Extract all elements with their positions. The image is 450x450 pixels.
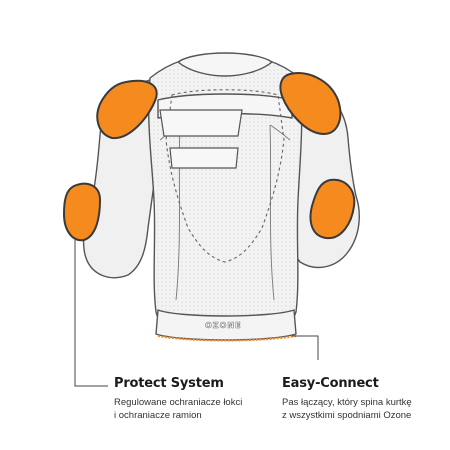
callout-easy-connect: Easy-Connect Pas łączący, który spina ku…: [282, 376, 412, 422]
right-shoulder-armor: [279, 72, 342, 136]
protect-system-desc-line1: Regulowane ochraniacze łokci: [114, 397, 243, 408]
waistband: [155, 309, 297, 341]
lower-vent: [169, 147, 239, 169]
protect-system-title: Protect System: [114, 376, 224, 391]
easy-connect-desc-line1: Pas łączący, który spina kurtkę: [282, 397, 412, 408]
armor-pads: [62, 72, 356, 242]
easy-connect-title: Easy-Connect: [282, 376, 379, 391]
callout-protect-system: Protect System Regulowane ochraniacze ło…: [114, 376, 242, 422]
easy-connect-zip: [157, 335, 297, 342]
right-elbow-armor: [309, 178, 356, 240]
left-elbow-armor: [62, 182, 102, 242]
easy-connect-leader-line: [292, 335, 319, 360]
protect-system-description: Regulowane ochraniacze łokci i ochraniac…: [114, 396, 242, 422]
left-shoulder-armor: [96, 79, 158, 140]
leader-lines: [74, 238, 319, 387]
protect-system-desc-line2: i ochraniacze ramion: [114, 410, 202, 421]
collar: [177, 52, 273, 77]
easy-connect-desc-line2: z wszystkimi spodniami Ozone: [282, 410, 412, 421]
upper-vent: [159, 109, 243, 137]
protect-leader-line: [74, 238, 108, 387]
jacket-logo: OZONE: [205, 321, 242, 330]
easy-connect-description: Pas łączący, który spina kurtkę z wszyst…: [282, 396, 412, 422]
